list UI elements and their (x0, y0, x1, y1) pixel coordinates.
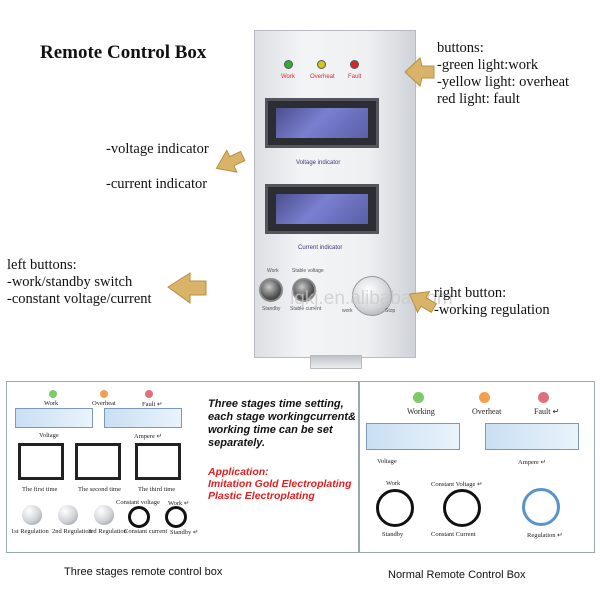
normal-ampere-label: Ampere ↵ (518, 459, 547, 466)
right-knob-right-label: Stop (385, 308, 396, 314)
normal-fault-label: Fault ↵ (534, 407, 560, 416)
three-stage-work-label: Work (44, 400, 59, 407)
second-time-label: The second time (78, 486, 121, 493)
buttons-annotation: buttons: -green light:work -yellow light… (437, 40, 570, 107)
third-time-label: The third time (138, 486, 176, 493)
three-stage-work-switch-label: Work ↵ (168, 500, 190, 507)
standby-label: Standby ↵ (170, 529, 199, 536)
first-regulation-knob[interactable] (22, 505, 42, 525)
buttons-arrow-icon (404, 57, 435, 87)
normal-standby-label: Standby (382, 531, 404, 538)
normal-ampere-display (485, 423, 579, 450)
current-display (265, 184, 379, 234)
second-regulation-label: 2nd Regulation (52, 528, 92, 535)
fault-led-label: Fault (348, 74, 362, 80)
current-display-caption: Current indicator (298, 245, 343, 251)
work-standby-button[interactable] (165, 506, 187, 528)
constant-voltage-label: Constant voltage (116, 499, 160, 506)
third-time-display (135, 443, 181, 480)
normal-constant-voltage-current-button[interactable] (443, 489, 481, 527)
page-title: Remote Control Box (40, 42, 207, 63)
normal-voltage-label: Voltage (377, 458, 397, 465)
three-stage-ampere-label: Ampere ↵ (134, 433, 163, 440)
panel-base (310, 355, 362, 369)
left-buttons-annotation: left buttons: -work/standby switch -cons… (7, 257, 152, 307)
work-led-label: Work (281, 74, 295, 80)
normal-constant-current-label: Constant Current (431, 531, 476, 538)
normal-overheat-label: Overheat (472, 407, 502, 416)
first-regulation-label: 1st Regulation (11, 528, 49, 535)
overheat-led-icon (317, 60, 326, 69)
three-stage-overheat-label: Overheat (92, 400, 116, 407)
three-stage-ampere-display (104, 408, 182, 428)
voltage-display-caption: Voltage indicator (296, 160, 341, 166)
right-button-arrow-icon (408, 290, 438, 314)
normal-working-label: Working (407, 407, 435, 416)
first-time-display (18, 443, 64, 480)
three-stage-fault-led-icon (145, 390, 153, 398)
voltage-display (265, 98, 379, 148)
regulation-knob[interactable] (352, 276, 392, 316)
normal-work-standby-button[interactable] (376, 489, 414, 527)
mid-knob-top-label: Stable voltage (292, 268, 324, 274)
fault-led-icon (350, 60, 359, 69)
second-regulation-knob[interactable] (58, 505, 78, 525)
third-regulation-label: 3rd Regulation (88, 528, 127, 535)
normal-voltage-display (366, 423, 460, 450)
third-regulation-knob[interactable] (94, 505, 114, 525)
three-stage-voltage-display (15, 408, 93, 428)
left-knob-bottom-label: Standby (262, 306, 281, 312)
constant-voltage-current-button[interactable] (128, 506, 150, 528)
three-stage-fault-label: Fault ↵ (142, 401, 163, 408)
normal-fault-led-icon (538, 392, 549, 403)
current-indicator-annotation: -current indicator (106, 176, 208, 192)
normal-regulation-label: Regulation ↵ (527, 532, 563, 539)
normal-constant-voltage-label: Constant Voltage ↵ (431, 481, 483, 488)
left-knob-top-label: Work (267, 268, 279, 274)
right-knob-left-label: work (342, 308, 353, 314)
annotation-arrows (167, 57, 438, 314)
three-stage-overheat-led-icon (100, 390, 108, 398)
work-led-icon (284, 60, 293, 69)
second-time-display (75, 443, 121, 480)
right-button-annotation: right button: -working regulation (434, 285, 550, 318)
three-stage-caption: Three stages remote control box (64, 566, 223, 578)
mid-knob-bottom-label: Stable current (290, 306, 322, 312)
three-stage-voltage-label: Voltage (39, 432, 59, 439)
constant-current-label: Constant current (124, 528, 168, 535)
normal-working-led-icon (413, 392, 424, 403)
work-standby-switch[interactable] (259, 278, 283, 302)
three-stage-description: Three stages time setting, each stage wo… (208, 398, 356, 449)
voltage-indicator-annotation: -voltage indicator (106, 141, 209, 157)
constant-voltage-current-switch[interactable] (292, 278, 316, 302)
first-time-label: The first time (22, 486, 58, 493)
indicator-arrow-icon (215, 149, 246, 173)
normal-work-label: Work (386, 480, 401, 487)
normal-caption: Normal Remote Control Box (388, 569, 526, 581)
normal-regulation-knob[interactable] (522, 488, 560, 526)
left-buttons-arrow-icon (167, 272, 207, 304)
three-stage-work-led-icon (49, 390, 57, 398)
overheat-led-label: Overheat (310, 74, 335, 80)
application-notes: Application: Imitation Gold Electroplati… (208, 466, 352, 502)
normal-overheat-led-icon (479, 392, 490, 403)
